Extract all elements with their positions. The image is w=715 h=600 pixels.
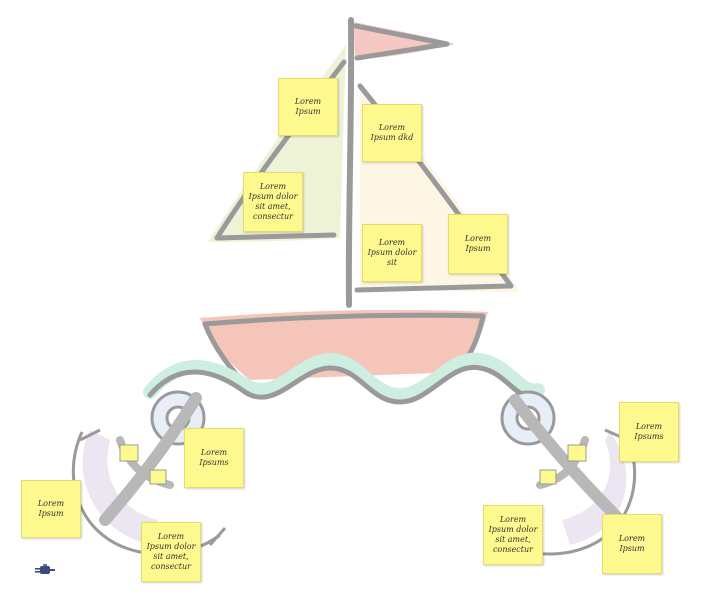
sticky-note-far-right[interactable]: Lorem Ipsum — [602, 514, 662, 574]
sticky-note-flag-left[interactable]: Lorem Ipsum — [278, 78, 338, 136]
connector-plug-icon[interactable] — [34, 562, 56, 578]
note-text: Lorem Ipsum dolor sit amet, consectur — [248, 182, 298, 221]
note-text: Lorem Ipsum dkd — [370, 123, 414, 142]
note-text: Lorem Ipsums — [634, 422, 664, 441]
sticky-note-left-sail[interactable]: Lorem Ipsum dolor sit amet, consectur — [243, 172, 303, 232]
wave-outline — [147, 364, 535, 405]
sticky-note-far-left[interactable]: Lorem Ipsum — [21, 480, 81, 538]
note-text: Lorem Ipsum dolor sit amet, consectur — [146, 532, 196, 571]
note-text: Lorem Ipsum — [37, 499, 65, 518]
note-text: Lorem Ipsum dolor sit — [367, 238, 417, 267]
sticky-note-mast-upper[interactable]: Lorem Ipsum dkd — [362, 104, 422, 162]
hull — [200, 310, 488, 380]
hull-outline — [202, 312, 486, 367]
mast — [345, 17, 355, 308]
note-text: Lorem Ipsum dolor sit amet, consectur — [488, 515, 538, 554]
flag-outline — [353, 23, 450, 61]
sticky-note-right-sail-edge[interactable]: Lorem Ipsum — [448, 214, 508, 274]
note-text: Lorem Ipsums — [199, 448, 229, 467]
sticky-note-right-anchor-base[interactable]: Lorem Ipsum dolor sit amet, consectur — [483, 505, 543, 565]
note-text: Lorem Ipsum — [294, 97, 322, 116]
sticky-note-left-anchor-ring[interactable]: Lorem Ipsums — [184, 428, 244, 488]
note-text: Lorem Ipsum — [618, 534, 646, 553]
sticky-note-right-anchor-ring[interactable]: Lorem Ipsums — [619, 402, 679, 462]
wave-light — [143, 352, 545, 403]
sticky-note-right-sail-lower[interactable]: Lorem Ipsum dolor sit — [362, 224, 422, 282]
sticky-note-left-anchor-base[interactable]: Lorem Ipsum dolor sit amet, consectur — [141, 522, 201, 582]
note-text: Lorem Ipsum — [464, 234, 492, 253]
